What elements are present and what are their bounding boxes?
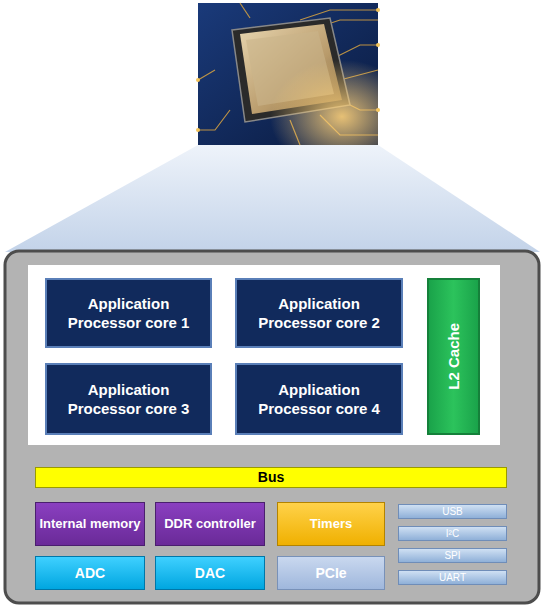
processor-core: Application Processor core 2 xyxy=(235,278,403,348)
node-label: DDR controller xyxy=(164,516,256,533)
interface-block: USB xyxy=(398,504,507,519)
processor-core: Application Processor core 3 xyxy=(45,363,212,435)
node-label: DAC xyxy=(195,564,225,582)
node-label: SPI xyxy=(444,549,460,562)
processor-core: Application Processor core 1 xyxy=(45,278,212,348)
soc-package xyxy=(5,251,539,603)
node-label: I²C xyxy=(446,527,459,540)
node-label: Timers xyxy=(310,516,352,533)
cache-block: L2 Cache xyxy=(427,278,480,435)
interface-block: I²C xyxy=(398,526,507,541)
node-label: Internal memory xyxy=(39,516,140,533)
converter-block: DAC xyxy=(155,556,265,590)
peripheral-block: Timers xyxy=(277,502,385,546)
node-label: PCIe xyxy=(315,564,346,582)
bus-bar: Bus xyxy=(35,467,507,488)
node-label: USB xyxy=(442,505,463,518)
node-label: ADC xyxy=(75,564,105,582)
memory-block: Internal memory xyxy=(35,502,145,546)
interface-block: PCIe xyxy=(277,556,385,590)
node-label: Bus xyxy=(258,468,284,486)
chip-illustration xyxy=(196,3,380,145)
converter-block: ADC xyxy=(35,556,145,590)
node-label: Application Processor core 3 xyxy=(51,380,206,419)
interface-block: UART xyxy=(398,570,507,585)
memory-block: DDR controller xyxy=(155,502,265,546)
node-label: Application Processor core 2 xyxy=(241,294,397,333)
cpu-cluster-area xyxy=(28,265,500,445)
zoom-funnel xyxy=(5,145,540,252)
node-label: Application Processor core 4 xyxy=(241,380,397,419)
node-label: L2 Cache xyxy=(444,323,464,390)
node-label: Application Processor core 1 xyxy=(51,294,206,333)
node-label: UART xyxy=(439,571,466,584)
interface-block: SPI xyxy=(398,548,507,563)
processor-core: Application Processor core 4 xyxy=(235,363,403,435)
